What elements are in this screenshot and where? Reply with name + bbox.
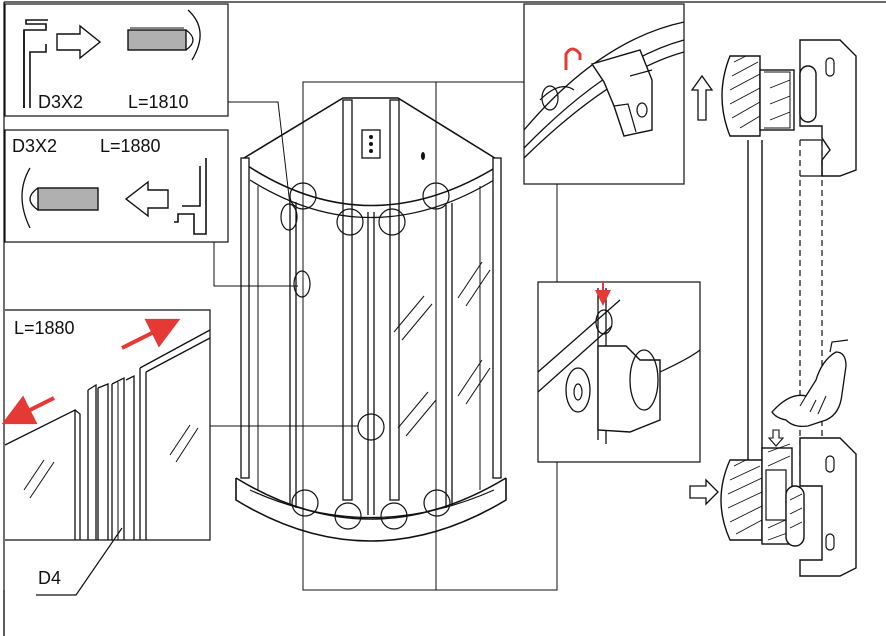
top-left-length-label: L=1810	[128, 92, 189, 112]
top-left-code-label: D3X2	[38, 92, 84, 112]
profile-code-label: D4	[38, 568, 62, 588]
panel-profile-1810	[4, 3, 229, 117]
panel-top-hinge	[523, 3, 685, 185]
leader-lines	[210, 67, 556, 460]
red-hook-arrow-icon	[564, 47, 582, 70]
down-arrow-icon	[767, 429, 785, 447]
shower-enclosure	[235, 81, 558, 591]
panel-bottom-roller	[537, 281, 701, 463]
red-arrow-right-icon	[121, 318, 181, 350]
red-arrow-left-icon	[1, 395, 55, 425]
mid-left-length-label: L=1880	[100, 136, 161, 156]
panel-profile-1880	[4, 129, 229, 243]
panel-glass-slide	[1, 309, 211, 596]
right-arrow-icon	[689, 478, 719, 506]
hand-icon	[771, 351, 847, 428]
up-arrow-icon	[690, 74, 714, 121]
mid-left-code-label: D3X2	[12, 136, 58, 156]
bottom-left-length-label: L=1880	[14, 318, 75, 338]
hinge-cross-section	[689, 39, 857, 577]
